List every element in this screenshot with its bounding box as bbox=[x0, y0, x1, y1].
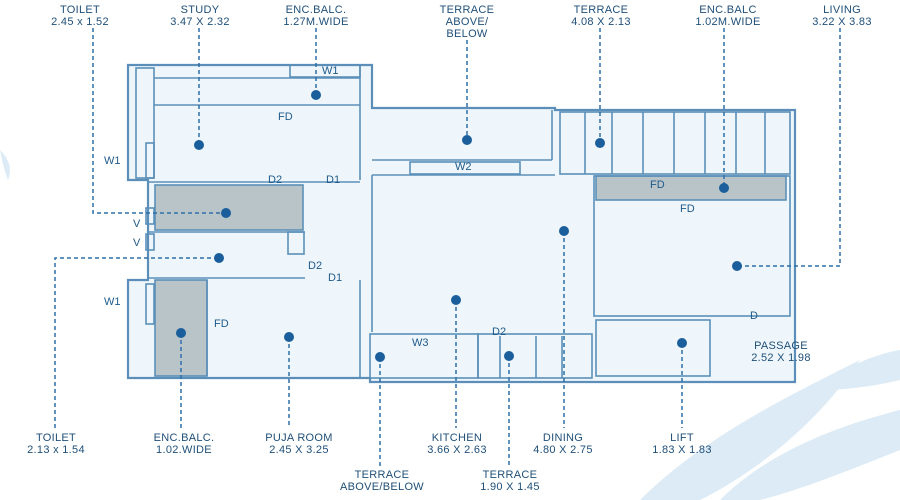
label-toilet-top: TOILET 2.45 x 1.52 bbox=[42, 4, 118, 28]
marker-toilet-top bbox=[221, 208, 231, 218]
window-tag: W3 bbox=[412, 337, 429, 349]
room-size: 4.08 X 2.13 bbox=[571, 16, 631, 28]
toilet-top-fill bbox=[154, 184, 304, 231]
leader-lines bbox=[54, 28, 841, 466]
room-name: TERRACE bbox=[482, 469, 538, 481]
room-size: 4.80 X 2.75 bbox=[533, 444, 593, 456]
label-dining: DINING 4.80 X 2.75 bbox=[510, 432, 616, 456]
room-size: 3.66 X 2.63 bbox=[427, 444, 487, 456]
room-name: ENC.BALC bbox=[699, 4, 757, 16]
label-kitchen: KITCHEN 3.66 X 2.63 bbox=[404, 432, 510, 456]
label-terrace-top-mid: TERRACE ABOVE/ BELOW bbox=[427, 4, 507, 40]
label-living: LIVING 3.22 X 3.83 bbox=[794, 4, 890, 28]
room-name: LIFT bbox=[670, 432, 694, 444]
room-size: 2.13 x 1.54 bbox=[27, 444, 85, 456]
window-tag: W1 bbox=[104, 155, 121, 167]
room-name: STUDY bbox=[180, 4, 220, 16]
plan-tags: W1 W1 W1 W2 W3 FD FD FD FD D2 D2 D2 D1 D… bbox=[104, 65, 758, 349]
marker-toilet-bottom bbox=[214, 253, 224, 263]
room-name: DINING bbox=[542, 432, 584, 444]
room-name-line2: ABOVE/ bbox=[445, 16, 489, 28]
marker-kitchen bbox=[451, 295, 461, 305]
door-tag: D2 bbox=[308, 260, 322, 272]
window-tag: W2 bbox=[455, 161, 472, 173]
right-wing bbox=[559, 111, 791, 377]
marker-terrace-bottom-mid bbox=[504, 351, 514, 361]
label-study: STUDY 3.47 X 2.32 bbox=[152, 4, 248, 28]
room-name-line1: TERRACE bbox=[354, 469, 410, 481]
room-name: LIVING bbox=[823, 4, 861, 16]
room-size: 2.52 X 1.98 bbox=[751, 352, 811, 364]
label-terrace-bottom-left: TERRACE ABOVE/BELOW bbox=[316, 469, 448, 493]
label-enc-balc-bottom: ENC.BALC. 1.02.WIDE bbox=[138, 432, 230, 456]
room-size: 1.02.WIDE bbox=[156, 444, 212, 456]
marker-lift bbox=[677, 338, 687, 348]
marker-living bbox=[732, 261, 742, 271]
marker-terrace-top-mid bbox=[462, 135, 472, 145]
room-size: 1.90 X 1.45 bbox=[480, 481, 540, 493]
marker-puja-room bbox=[284, 332, 294, 342]
door-tag: D2 bbox=[492, 326, 506, 338]
room-size: 3.47 X 2.32 bbox=[170, 16, 230, 28]
room-name: PASSAGE bbox=[754, 340, 808, 352]
room-name: ENC.BALC. bbox=[285, 4, 347, 16]
marker-enc-balc-top bbox=[311, 90, 321, 100]
room-name: TOILET bbox=[59, 4, 101, 16]
room-size: 1.27M.WIDE bbox=[283, 16, 349, 28]
room-markers bbox=[176, 90, 742, 362]
label-puja-room: PUJA ROOM 2.45 X 3.25 bbox=[244, 432, 354, 456]
marker-study bbox=[194, 140, 204, 150]
label-toilet-bottom: TOILET 2.13 x 1.54 bbox=[10, 432, 102, 456]
label-passage: PASSAGE 2.52 X 1.98 bbox=[728, 340, 834, 364]
window-tag: W1 bbox=[104, 296, 121, 308]
room-size: 2.45 x 1.52 bbox=[51, 16, 109, 28]
ventilator-tag: V bbox=[133, 237, 141, 249]
enc-balc-right-fill bbox=[595, 175, 787, 201]
ventilator-tag: V bbox=[133, 218, 141, 230]
central-block bbox=[369, 110, 593, 379]
door-tag: FD bbox=[278, 111, 293, 123]
door-tag: FD bbox=[650, 179, 665, 191]
room-name: PUJA ROOM bbox=[265, 432, 333, 444]
room-name: KITCHEN bbox=[431, 432, 483, 444]
door-tag: D2 bbox=[268, 174, 282, 186]
marker-enc-balc-right bbox=[719, 183, 729, 193]
decorative-leaf-pattern bbox=[0, 150, 900, 500]
room-name: TOILET bbox=[35, 432, 77, 444]
room-size: 1.83 X 1.83 bbox=[652, 444, 712, 456]
room-size: 1.02M.WIDE bbox=[695, 16, 761, 28]
marker-dining bbox=[559, 226, 569, 236]
room-name: TERRACE bbox=[573, 4, 629, 16]
door-tag: FD bbox=[214, 318, 229, 330]
room-name-line2: ABOVE/BELOW bbox=[340, 481, 424, 493]
label-enc-balc-right: ENC.BALC 1.02M.WIDE bbox=[678, 4, 778, 28]
door-tag: FD bbox=[680, 203, 695, 215]
door-tag: D1 bbox=[326, 174, 340, 186]
marker-enc-balc-bottom bbox=[176, 328, 186, 338]
label-terrace-bottom-mid: TERRACE 1.90 X 1.45 bbox=[462, 469, 558, 493]
door-tag: D bbox=[750, 310, 758, 322]
marker-terrace-bottom-left bbox=[375, 352, 385, 362]
room-name: ENC.BALC. bbox=[153, 432, 215, 444]
label-enc-balc-top: ENC.BALC. 1.27M.WIDE bbox=[266, 4, 366, 28]
marker-terrace-top-right bbox=[595, 138, 605, 148]
window-tag: W1 bbox=[322, 65, 339, 77]
room-name-line3: BELOW bbox=[446, 28, 488, 40]
room-name-line1: TERRACE bbox=[439, 4, 495, 16]
room-size: 3.22 X 3.83 bbox=[812, 16, 872, 28]
door-tag: D1 bbox=[328, 272, 342, 284]
label-terrace-top-right: TERRACE 4.08 X 2.13 bbox=[556, 4, 646, 28]
label-lift: LIFT 1.83 X 1.83 bbox=[632, 432, 732, 456]
room-size: 2.45 X 3.25 bbox=[269, 444, 329, 456]
